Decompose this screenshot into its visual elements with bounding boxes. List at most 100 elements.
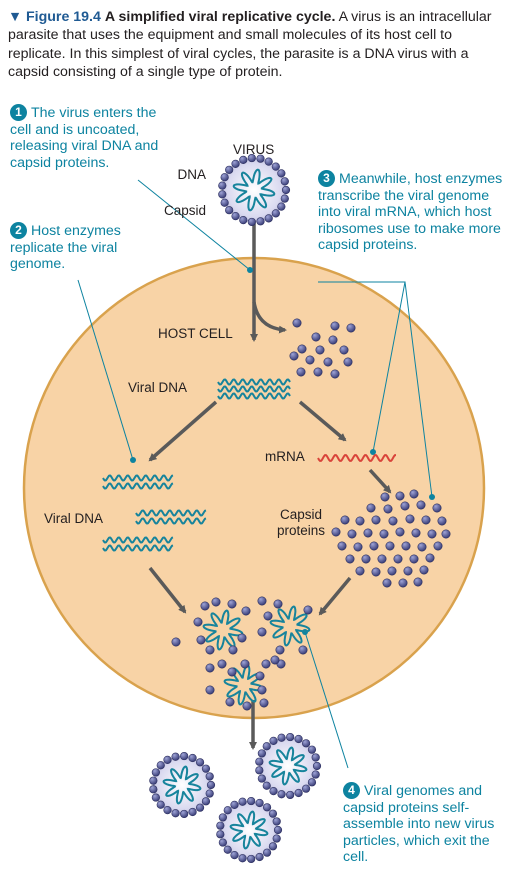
central-viral-dna-3 (217, 392, 291, 400)
capsid-protein (433, 541, 443, 551)
capsid-protein (247, 854, 256, 864)
capsid-protein (355, 566, 365, 576)
viral-genome (232, 168, 276, 212)
step-1-text: The virus enters the cell and is uncoate… (10, 105, 159, 171)
capsid-protein (347, 529, 357, 539)
capsid-protein (228, 645, 238, 655)
capsid-protein (255, 671, 265, 681)
capsid-protein (269, 736, 278, 745)
capsid-protein (369, 541, 379, 551)
capsid-protein (323, 357, 333, 367)
capsid-protein (156, 800, 165, 809)
capsid-protein (361, 554, 371, 564)
capsid-protein (216, 830, 225, 839)
capsid-protein (401, 541, 411, 551)
capsid-proteins-label: Capsid proteins (276, 507, 326, 538)
step-2-number: 2 (10, 222, 27, 239)
capsid-protein (307, 778, 317, 787)
capsid-protein (303, 605, 313, 615)
capsid-protein (353, 542, 363, 552)
capsid-protein (247, 796, 256, 806)
capsid-protein (257, 774, 266, 783)
capsid-protein (379, 529, 389, 539)
capsid-protein (257, 749, 266, 758)
capsid-protein (255, 852, 264, 862)
capsid-protein (382, 578, 392, 588)
replicated-dna-5 (102, 536, 174, 544)
capsid-protein (286, 732, 295, 742)
capsid-protein (337, 541, 347, 551)
dna-label: DNA (177, 167, 206, 182)
step-4-text: Viral genomes and capsid proteins self-a… (343, 783, 495, 865)
capsid-protein (171, 637, 181, 647)
capsid-protein (230, 851, 239, 860)
capsid-protein (163, 755, 172, 764)
exiting-virus-particles (149, 732, 322, 864)
capsid-protein (313, 367, 323, 377)
capsid-protein (411, 528, 421, 538)
capsid-protein (205, 789, 214, 798)
capsid-protein (275, 645, 285, 655)
capsid-protein (230, 800, 239, 809)
capsid-protein (262, 848, 272, 857)
flow-arrows (148, 218, 392, 750)
capsid-protein (380, 492, 390, 502)
capsid-protein (218, 181, 227, 190)
capsid-protein (371, 567, 381, 577)
capsid-protein (242, 701, 252, 711)
capsid-protein (218, 190, 227, 199)
central-viral-dna (217, 378, 291, 386)
capsid-protein (193, 617, 203, 627)
capsid-protein (268, 809, 278, 818)
capsid-protein (257, 596, 267, 606)
capsid-protein (247, 153, 256, 163)
replicated-dna-2 (102, 482, 174, 490)
viral-genome (223, 664, 265, 706)
capsid-protein (345, 554, 355, 564)
capsid-protein (217, 659, 227, 669)
capsid-protein (180, 751, 189, 761)
capsid-protein (343, 357, 353, 367)
capsid-protein (272, 817, 281, 826)
capsid-protein (331, 527, 341, 537)
capsid-protein (256, 154, 265, 163)
capsid-protein (205, 772, 214, 781)
capsid-protein (188, 753, 197, 763)
mrna-label: mRNA (265, 449, 305, 464)
figure-caption: ▼ Figure 19.4 A simplified viral replica… (8, 8, 508, 82)
capsid-protein (441, 529, 451, 539)
viral-genome (269, 605, 311, 647)
capsid-protein (231, 212, 240, 221)
capsid-protein (307, 745, 317, 754)
capsid-protein (257, 627, 267, 637)
capsid-protein (387, 566, 397, 576)
capsid-protein (311, 753, 320, 762)
capsid-protein-clusters (289, 318, 451, 588)
viral-dna-left-label: Viral DNA (44, 511, 104, 526)
capsid-protein (247, 217, 256, 227)
capsid-protein (280, 194, 289, 203)
capsid-protein (413, 577, 423, 587)
leader-lines (77, 179, 433, 769)
capsid-protein (395, 527, 405, 537)
capsid-protein (340, 515, 350, 525)
uncoat-arrow-to-proteins (252, 301, 287, 334)
replicated-dna-3 (135, 509, 207, 517)
viral-dna-waves (102, 378, 291, 552)
step-3-number: 3 (318, 170, 335, 187)
capsid-protein (239, 155, 248, 164)
capsid-protein (218, 838, 227, 847)
capsid-protein (398, 578, 408, 588)
capsid-protein (156, 761, 165, 770)
capsid-protein (298, 645, 308, 655)
capsid-protein (271, 209, 280, 218)
capsid-protein (264, 157, 273, 166)
capsid-protein (328, 335, 338, 345)
capsid-protein (223, 845, 232, 854)
capsid-protein (255, 757, 264, 766)
capsid-protein (281, 185, 291, 195)
capsid-protein (270, 655, 280, 665)
